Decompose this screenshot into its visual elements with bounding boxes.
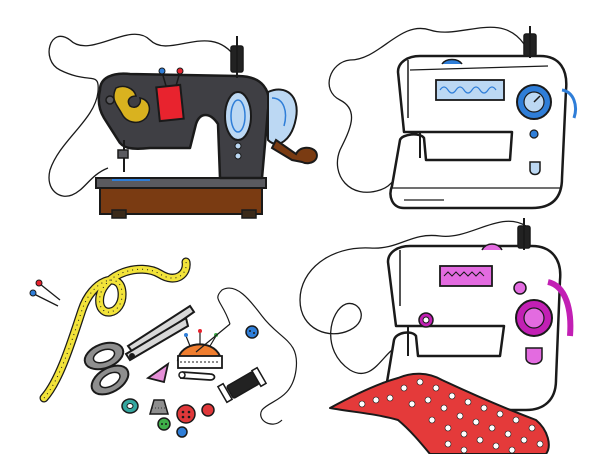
vintage-wheel-detail (271, 97, 287, 127)
pincushion-icon (176, 323, 231, 369)
loose-thread-blue-icon (328, 26, 525, 193)
modern-blue-display (435, 79, 505, 101)
vintage-foot-left (111, 209, 127, 219)
fabric-dots (358, 378, 544, 454)
modern-blue-dial-needle (533, 95, 541, 103)
vintage-knob-1 (234, 142, 242, 150)
modern-pink-handwheel (547, 279, 574, 337)
modern-blue-button (529, 129, 539, 139)
loose-thread-tools-icon (217, 287, 298, 425)
loose-thread-pink-icon (299, 220, 527, 374)
modern-blue-handwheel (561, 88, 577, 119)
modern-pink-knob-top (513, 281, 527, 295)
modern-pink-display (439, 265, 493, 287)
vintage-base-top (95, 177, 267, 189)
modern-pink-heart-button (525, 347, 543, 365)
vintage-pin-head-1 (158, 67, 166, 75)
modern-pink-dial-inner (523, 307, 545, 329)
safety-pin-icon (178, 371, 216, 381)
vintage-gold-ornament (113, 85, 151, 124)
vintage-oval-inner (230, 99, 246, 133)
modern-blue-body (389, 54, 568, 210)
vintage-oval-panel (224, 91, 252, 141)
measuring-tape-icon (39, 257, 191, 403)
thread-spool-icon (216, 366, 268, 404)
scissors-icon (83, 304, 196, 396)
vintage-pin-head-2 (176, 67, 184, 75)
thimble-icon (149, 399, 169, 415)
sewing-buttons-icon (121, 325, 259, 438)
modern-blue-sewing-machine-icon (328, 26, 577, 210)
modern-pink-sewing-machine-icon (299, 218, 574, 454)
tailor-chalk-icon (145, 361, 170, 384)
vintage-sewing-machine-icon (48, 33, 318, 219)
sewing-pins-icon (29, 279, 61, 307)
modern-blue-heart-button (529, 161, 541, 176)
vintage-presser (117, 149, 129, 159)
vintage-red-band (155, 83, 185, 123)
modern-blue-top-line (409, 65, 549, 71)
vintage-foot-right (241, 209, 257, 219)
loose-thread-icon (48, 33, 237, 197)
modern-pink-top-knob (481, 243, 503, 251)
vintage-knob-2 (234, 152, 242, 160)
modern-blue-top-knob (441, 58, 463, 65)
modern-pink-knob-left-inner (422, 316, 430, 324)
modern-blue-stitch-pattern (439, 86, 497, 94)
polka-dot-fabric-icon (329, 372, 550, 454)
vintage-tension-knob (105, 95, 115, 105)
vintage-crank (270, 138, 318, 165)
modern-pink-stitch-pattern (443, 271, 485, 277)
